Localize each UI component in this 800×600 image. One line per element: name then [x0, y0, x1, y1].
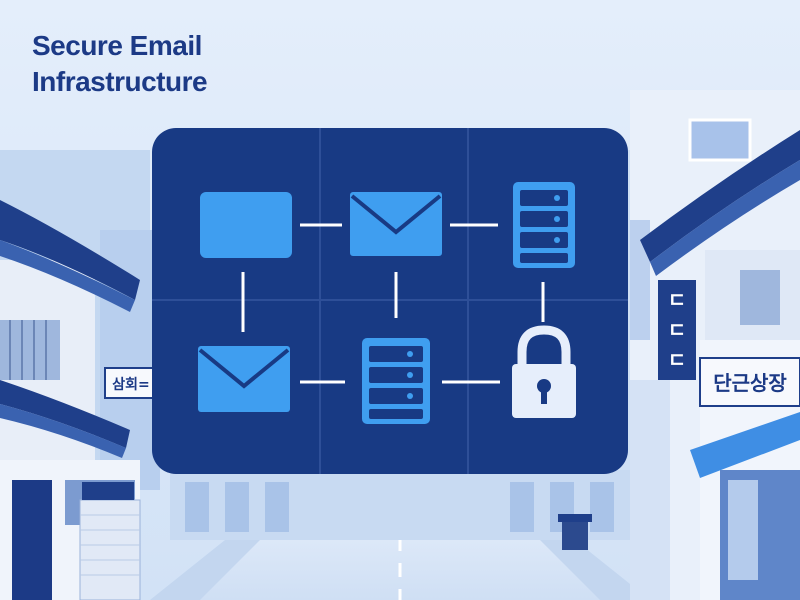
vertical-sign-char-2: ㄷ: [668, 318, 686, 342]
network-diagram-panel: [152, 128, 628, 474]
connector-lines: [241, 223, 545, 384]
padlock-icon: [512, 325, 576, 418]
trash-bin: [562, 520, 588, 550]
vertical-sign-char-1: ㄷ: [668, 288, 686, 312]
envelope-icon: [350, 192, 442, 256]
envelope-icon: [198, 346, 290, 412]
title-line-2: Infrastructure: [32, 66, 208, 97]
right-vertical-sign: ㄷ ㄷ ㄷ: [658, 280, 696, 380]
server-icon: [362, 338, 430, 424]
right-shop-sign: 단근상장: [699, 357, 800, 407]
shop-awning: [690, 412, 800, 478]
server-icon: [513, 182, 575, 268]
right-roof: [640, 130, 800, 262]
page-title: Secure Email Infrastructure: [32, 28, 208, 100]
upper-roof: [0, 200, 140, 300]
left-shop-sign: 삼회=: [104, 367, 158, 399]
mailbox-icon: [200, 192, 292, 258]
street-shops: [170, 470, 630, 540]
vertical-sign-char-3: ㄷ: [668, 348, 686, 372]
right-shop-sign-text: 단근상장: [713, 371, 787, 395]
lower-roof: [0, 380, 130, 448]
title-line-1: Secure Email: [32, 30, 202, 61]
panel-grid: [152, 128, 628, 474]
left-hanok-building: [0, 200, 141, 600]
left-shop-sign-text: 삼회=: [112, 377, 150, 393]
